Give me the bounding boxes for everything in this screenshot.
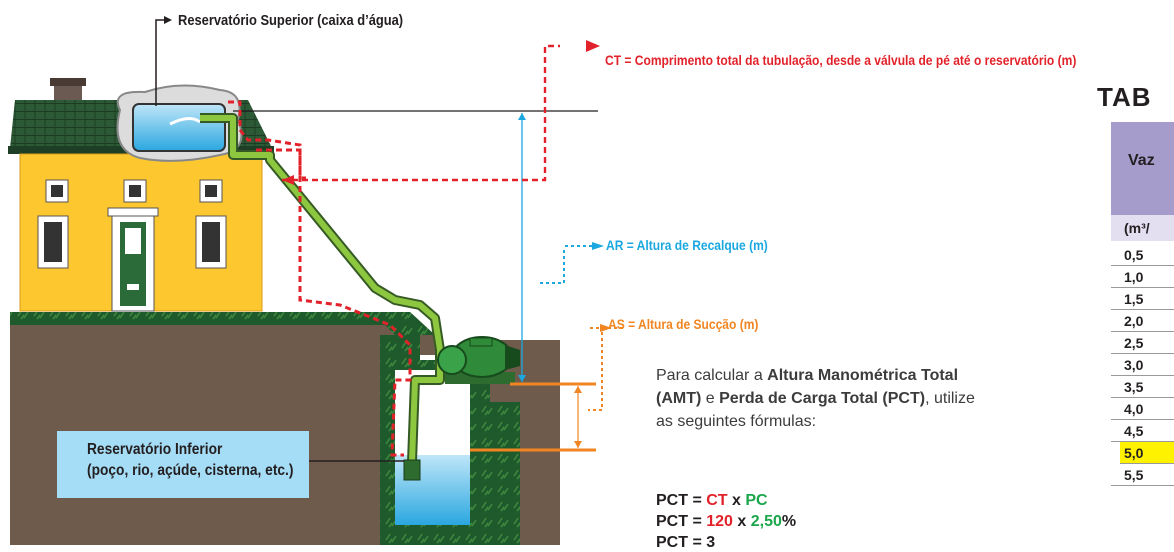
- table-row: 2,5: [1111, 332, 1174, 354]
- table-row: 1,0: [1111, 266, 1174, 288]
- lower-reservoir-examples: (poço, rio, açúde, cisterna, etc.): [87, 462, 294, 479]
- ar-label: AR = Altura de Recalque (m): [606, 237, 768, 253]
- table-header: Vaz: [1111, 122, 1174, 215]
- as-label: AS = Altura de Sucção (m): [608, 316, 759, 332]
- upper-reservoir-leader: [155, 16, 172, 106]
- table-cell-flow: 5,0: [1124, 445, 1144, 461]
- upper-reservoir: [116, 84, 243, 162]
- table-row: 3,0: [1111, 354, 1174, 376]
- table-row: 2,0: [1111, 310, 1174, 332]
- ct-label: CT = Comprimento total da tubulação, des…: [605, 52, 1077, 68]
- pump: [437, 336, 520, 384]
- formula-line-3: PCT = 3: [656, 534, 716, 551]
- table-cell-flow: 4,0: [1124, 401, 1144, 417]
- table-cell-flow: 1,5: [1124, 291, 1144, 307]
- table-cell-flow: 2,5: [1124, 335, 1144, 351]
- discharge-height-marker: [233, 110, 604, 382]
- table-row: 5,5: [1111, 464, 1174, 486]
- table-cell-flow: 1,0: [1124, 269, 1144, 285]
- foot-valve: [403, 459, 421, 481]
- table-row: 4,5: [1111, 420, 1174, 442]
- amt-term: Altura Manométrica Total (AMT): [656, 367, 959, 407]
- table-cell-flow: 0,5: [1124, 247, 1144, 263]
- table-cell-flow: 2,0: [1124, 313, 1144, 329]
- table-cell-flow: 3,5: [1124, 379, 1144, 395]
- formula-line-2: PCT = 120 x 2,50%: [656, 513, 797, 530]
- pct-term: Perda de Carga Total (PCT): [719, 390, 926, 407]
- pipe: [200, 113, 445, 481]
- suction-height-marker: [470, 324, 624, 452]
- table-cell-flow: 5,5: [1124, 467, 1144, 483]
- total-pipe-length-marker: [228, 40, 600, 457]
- table-subheader: (m³/: [1111, 215, 1174, 241]
- upper-reservoir-label: Reservatório Superior (caixa d’água): [178, 12, 404, 29]
- table-row: 3,5: [1111, 376, 1174, 398]
- table-row: 4,0: [1111, 398, 1174, 420]
- lower-reservoir-label: Reservatório Inferior: [87, 441, 223, 458]
- table-row: 1,5: [1111, 288, 1174, 310]
- table-cell-flow: 4,5: [1124, 423, 1144, 439]
- lower-reservoir-label-box: [57, 431, 309, 498]
- instructions-text: Para calcular a Altura Manométrica Total…: [656, 367, 975, 430]
- table-title: TAB: [1097, 82, 1152, 112]
- table-row: 5,0: [1120, 442, 1174, 464]
- table-row: 0,5: [1111, 244, 1174, 266]
- formula-line-1: PCT = CT x PC: [656, 492, 768, 509]
- table-cell-flow: 3,0: [1124, 357, 1144, 373]
